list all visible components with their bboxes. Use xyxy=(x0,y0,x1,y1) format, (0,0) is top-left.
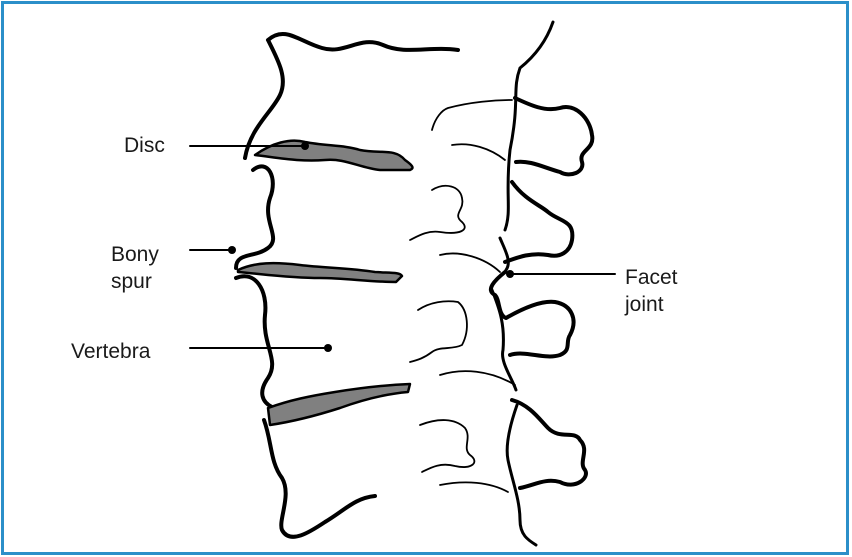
dot-facet-joint xyxy=(506,270,514,278)
dot-vertebra xyxy=(324,344,332,352)
inner-contour-2 xyxy=(452,144,505,160)
inner-contour-4 xyxy=(440,254,500,272)
inner-contour-5 xyxy=(410,301,467,362)
disc-2-shape xyxy=(238,263,402,282)
spinous-process-1 xyxy=(515,98,592,174)
vertebra-top xyxy=(245,34,458,158)
vertebra-middle-upper xyxy=(236,166,273,268)
label-facet-joint: Facet joint xyxy=(625,264,678,318)
inner-contour-6 xyxy=(440,371,515,385)
label-bony-spur: Bony spur xyxy=(111,241,159,295)
label-facet-joint-line2: joint xyxy=(625,291,678,318)
spinous-process-2 xyxy=(505,182,572,262)
dot-bony-spur xyxy=(228,246,236,254)
label-disc: Disc xyxy=(124,132,165,159)
vertebra-middle-lower xyxy=(236,276,272,407)
label-vertebra: Vertebra xyxy=(71,338,150,365)
label-bony-spur-line1: Bony xyxy=(111,241,159,268)
vertebra-bottom xyxy=(264,420,375,537)
label-facet-joint-line1: Facet xyxy=(625,264,678,291)
inner-contour-1 xyxy=(432,100,512,130)
disc-3-shape xyxy=(268,384,410,425)
inner-contour-8 xyxy=(440,482,508,492)
dot-disc xyxy=(301,142,309,150)
inner-contour-7 xyxy=(420,420,474,472)
label-bony-spur-line2: spur xyxy=(111,268,159,295)
inner-contour-3 xyxy=(410,186,465,240)
spinous-process-3 xyxy=(512,400,586,488)
